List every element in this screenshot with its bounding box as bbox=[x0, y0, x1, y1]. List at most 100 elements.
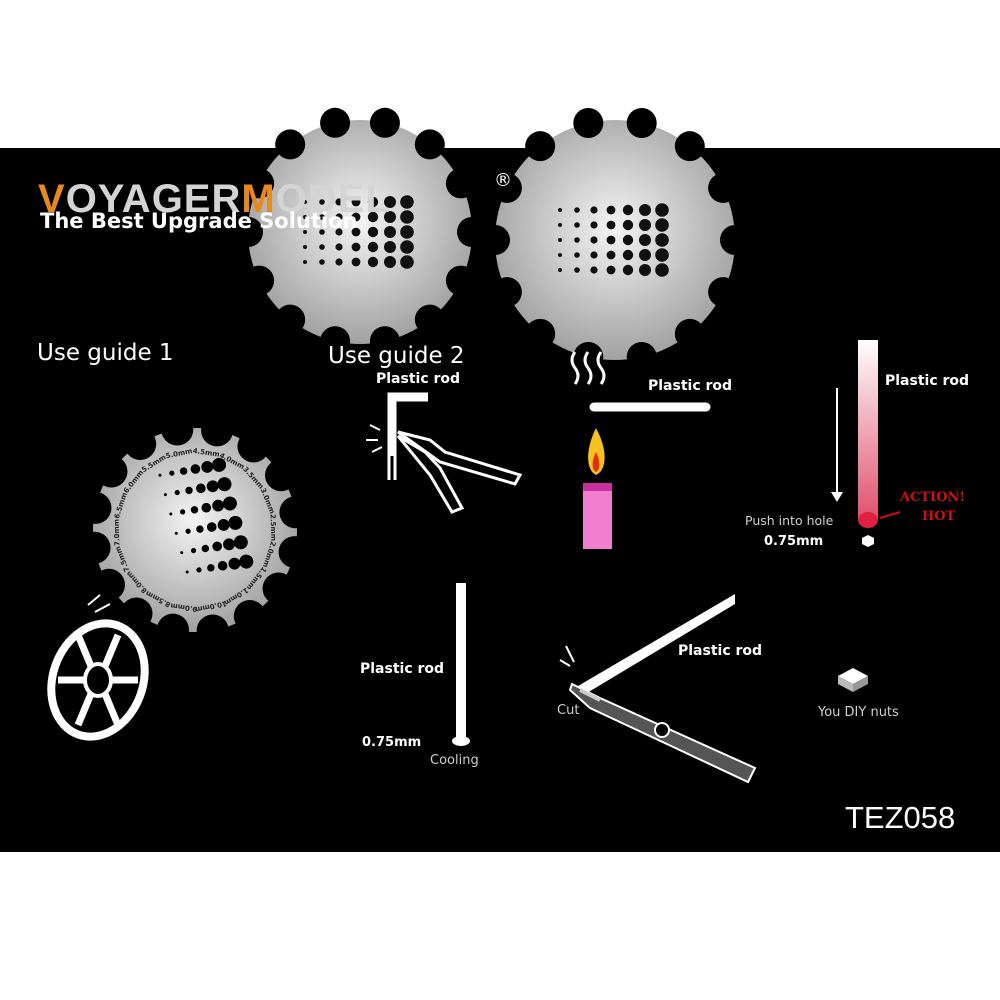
gauge-hole bbox=[217, 477, 232, 492]
cut-label: Cut bbox=[557, 703, 579, 718]
gauge-hole bbox=[622, 264, 634, 276]
gauge-notch bbox=[95, 455, 128, 488]
action-label: ACTION! bbox=[899, 490, 965, 505]
gauge-notch bbox=[708, 172, 739, 203]
gauge-hole bbox=[590, 221, 598, 229]
diy-nut-icon bbox=[838, 668, 868, 692]
gauge-hole bbox=[590, 251, 598, 259]
hot-rod bbox=[858, 340, 878, 528]
gauge-notch bbox=[92, 568, 125, 601]
gauge-notch bbox=[265, 459, 298, 492]
gauge-notch bbox=[78, 531, 111, 564]
heat-waves-icon bbox=[570, 351, 606, 385]
gauge-hole bbox=[606, 220, 616, 230]
step1-rod-label: Plastic rod bbox=[376, 371, 460, 387]
gauge-notch bbox=[480, 225, 510, 255]
pliers-icon bbox=[366, 424, 523, 514]
gauge-notch bbox=[369, 107, 400, 138]
gauge-hole bbox=[384, 211, 396, 223]
wheel-spoke bbox=[74, 633, 95, 668]
gauge-hole bbox=[212, 457, 227, 472]
gauge-hole bbox=[558, 208, 562, 212]
gauge-hole bbox=[169, 470, 175, 476]
gauge-hole bbox=[206, 480, 219, 493]
gauge-hole bbox=[319, 214, 325, 220]
gauge-hole bbox=[319, 229, 325, 235]
gauge-hole bbox=[558, 238, 562, 242]
gauge-hole bbox=[367, 196, 379, 208]
gauge-hole bbox=[606, 250, 616, 260]
gauge-hole bbox=[185, 528, 191, 534]
gauge-hole bbox=[606, 265, 616, 275]
tagline: The Best Upgrade Solution bbox=[40, 209, 357, 233]
gauge-hole bbox=[228, 515, 243, 530]
gauge-hole bbox=[639, 264, 651, 276]
gauge-hole bbox=[590, 266, 598, 274]
gauge-hole bbox=[367, 241, 379, 253]
gauge-hole bbox=[622, 249, 634, 261]
gauge-hole bbox=[655, 263, 669, 277]
gauge-hole bbox=[185, 486, 193, 495]
gauge-hole bbox=[212, 541, 222, 552]
gauge-size-label: 7.0mm bbox=[113, 519, 122, 546]
gauge-notch bbox=[275, 304, 306, 335]
gauge-hole bbox=[180, 551, 184, 555]
gauge-notch bbox=[674, 131, 705, 162]
gauge-hole bbox=[351, 197, 361, 207]
gauge-hole bbox=[303, 230, 307, 234]
gauge-hole bbox=[190, 464, 201, 474]
gauge-hole bbox=[351, 257, 361, 267]
brand-logo: VOYAGERMODEL bbox=[38, 177, 391, 221]
gauge-notch bbox=[279, 496, 312, 529]
gauge-notch bbox=[237, 430, 270, 463]
wheel-spoke bbox=[101, 633, 122, 668]
gauge-hole bbox=[180, 509, 186, 515]
gauge-notch bbox=[161, 413, 194, 446]
gauge-notch bbox=[414, 129, 445, 160]
gauge-hole bbox=[335, 198, 343, 206]
size-label-2: 0.75mm bbox=[362, 735, 421, 750]
hot-label: HOT bbox=[922, 509, 956, 524]
gauge-notch bbox=[445, 168, 476, 199]
gauge-notch bbox=[201, 414, 234, 447]
gauge-hole bbox=[190, 506, 199, 514]
gauge-hole bbox=[606, 235, 616, 245]
push-arrow-icon bbox=[831, 388, 843, 502]
wheel-spoke bbox=[101, 692, 122, 727]
gauge-notch bbox=[320, 107, 351, 138]
gauge-notch bbox=[120, 597, 153, 630]
gauge-hole bbox=[228, 557, 241, 570]
gauge-hole bbox=[400, 225, 414, 239]
guide1-title: Use guide 1 bbox=[37, 340, 174, 366]
gauge-hole bbox=[367, 211, 379, 223]
bent-rod bbox=[387, 392, 428, 480]
gauge-hole bbox=[185, 570, 189, 574]
gauge-hole bbox=[574, 237, 580, 243]
gauge-hole bbox=[639, 249, 651, 261]
gauge-hole bbox=[655, 218, 669, 232]
gauge-notch bbox=[674, 318, 705, 349]
gauge-hole bbox=[622, 234, 634, 246]
wheel-spoke bbox=[74, 692, 95, 727]
gauge-hole bbox=[206, 522, 217, 532]
gauge-hole bbox=[639, 219, 651, 231]
gauge-notch bbox=[124, 427, 157, 460]
gauge-notch bbox=[79, 491, 112, 524]
gauge-hole bbox=[335, 243, 343, 251]
gauge-hole bbox=[303, 200, 307, 204]
gauge-hole bbox=[196, 525, 204, 533]
gauge-hole bbox=[351, 227, 361, 237]
guide2-title: Use guide 2 bbox=[328, 343, 465, 369]
gauge-hole bbox=[163, 493, 167, 497]
gauge-hole bbox=[351, 242, 361, 252]
gauge-hole bbox=[319, 244, 325, 250]
gauge-hole bbox=[217, 560, 228, 571]
gauge-hole bbox=[606, 205, 616, 215]
step2-rod-label: Plastic rod bbox=[648, 378, 732, 394]
gauge-hole bbox=[558, 253, 562, 257]
gauge-hole bbox=[169, 512, 173, 516]
gauge-hole bbox=[367, 226, 379, 238]
gauge-hole bbox=[574, 267, 580, 273]
